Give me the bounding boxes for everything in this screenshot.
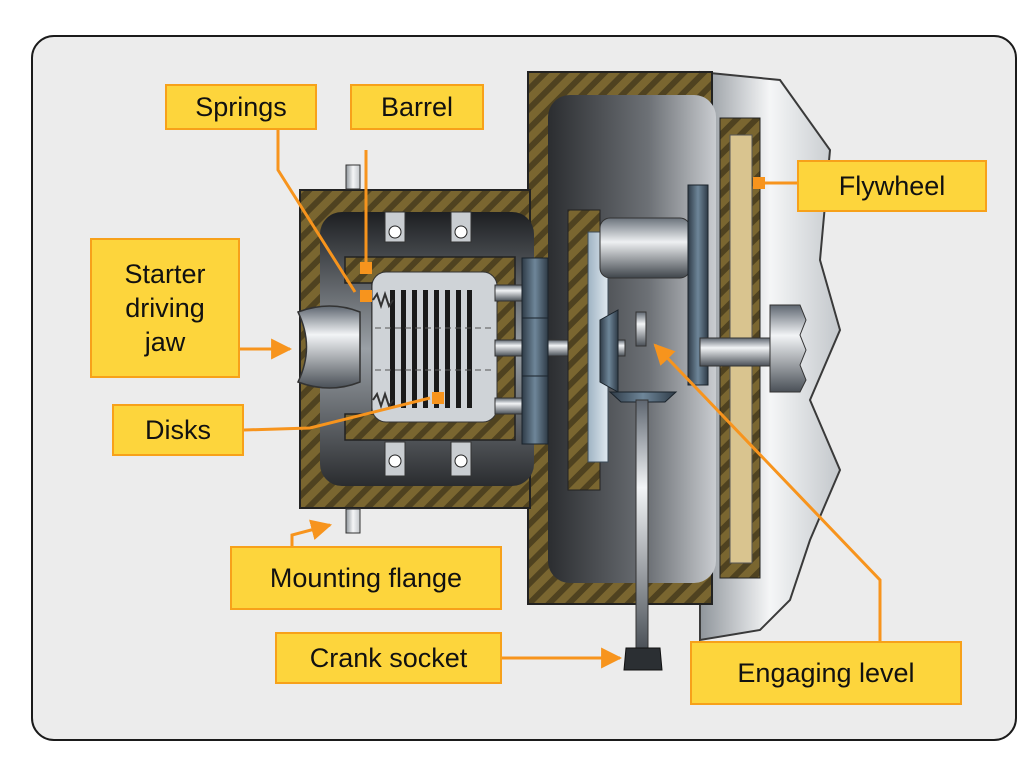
large-gear bbox=[687, 184, 709, 386]
label-starter-driving-jaw: Starter driving jaw bbox=[90, 238, 240, 378]
bevel-gear-bottom bbox=[608, 391, 678, 403]
springs-graphic bbox=[372, 290, 394, 410]
label-crank-socket: Crank socket bbox=[275, 632, 502, 684]
mounting-tab-bottom bbox=[345, 508, 361, 534]
label-flywheel: Flywheel bbox=[797, 160, 987, 212]
upper-cylinder bbox=[599, 217, 691, 279]
output-shaft bbox=[769, 304, 807, 393]
spur-gears bbox=[521, 257, 549, 445]
leader-dots bbox=[360, 177, 765, 404]
label-barrel: Barrel bbox=[350, 84, 484, 130]
label-mounting-flange: Mounting flange bbox=[230, 546, 502, 610]
label-engaging-level: Engaging level bbox=[690, 641, 962, 705]
starter-jaw bbox=[296, 305, 361, 389]
leader-lines bbox=[240, 130, 882, 669]
mounting-tab-top bbox=[345, 164, 361, 190]
output-shaft-inner bbox=[699, 337, 781, 367]
crank-socket-graphic bbox=[623, 647, 663, 671]
bearing-blocks bbox=[384, 211, 472, 477]
engaging-lever-graphic bbox=[635, 311, 647, 347]
label-disks: Disks bbox=[112, 404, 244, 456]
disk-stack bbox=[390, 290, 472, 408]
bevel-gear-left bbox=[599, 309, 619, 393]
label-springs: Springs bbox=[165, 84, 317, 130]
crank-shaft bbox=[635, 399, 649, 651]
